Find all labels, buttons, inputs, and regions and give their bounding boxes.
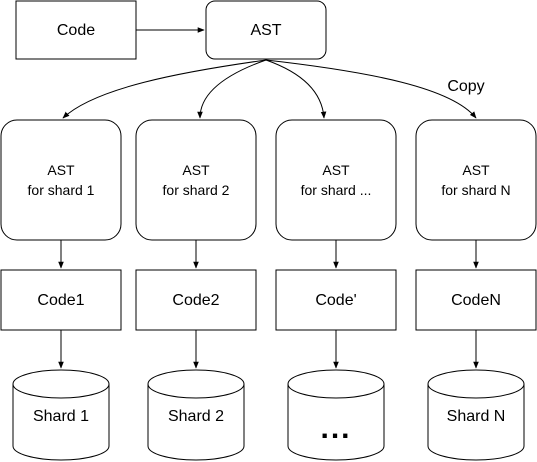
edge-ast-to-shard-1 [62, 59, 267, 119]
ast-node-label: AST [250, 22, 281, 39]
shard-database-icon [147, 369, 245, 461]
shard-database-label: Shard 1 [33, 408, 89, 425]
edge-ast-to-shard-3 [265, 59, 327, 119]
edge-ast-to-shard-n [265, 59, 477, 119]
edge-ast-to-shard-2 [197, 59, 267, 119]
shard-ast-node [0, 119, 122, 241]
shard-column-2: AST for shard 2 Code2 Shard 2 [135, 119, 257, 461]
shard-code-label: Code1 [37, 292, 84, 309]
shard-column-n: AST for shard N CodeN Shard N [415, 119, 537, 461]
copy-label: Copy [447, 78, 484, 95]
shard-database-label: ... [320, 412, 351, 445]
shard-code-node [275, 269, 397, 331]
shard-code-label: CodeN [451, 292, 501, 309]
code-node-label: Code [57, 22, 95, 39]
shard-ast-subtitle: for shard ... [301, 182, 372, 198]
code-node: Code [15, 0, 137, 60]
shard-ast-title: AST [47, 162, 75, 178]
shard-database-icon [12, 369, 110, 461]
shard-ast-node [415, 119, 537, 241]
shard-column-1: AST for shard 1 Code1 Shard 1 [0, 119, 122, 461]
shard-code-label: Code' [315, 292, 356, 309]
shard-ast-node [135, 119, 257, 241]
shard-ast-title: AST [462, 162, 490, 178]
shard-column-3: AST for shard ... Code' ... [275, 119, 397, 461]
shard-ast-subtitle: for shard 2 [163, 182, 230, 198]
shard-ast-subtitle: for shard N [441, 182, 510, 198]
shard-database-icon [287, 369, 385, 461]
shard-ast-subtitle: for shard 1 [28, 182, 95, 198]
shard-database-icon [427, 369, 525, 461]
shard-database-label: Shard 2 [168, 408, 224, 425]
shard-ast-title: AST [182, 162, 210, 178]
shard-code-label: Code2 [172, 292, 219, 309]
shard-ast-title: AST [322, 162, 350, 178]
shard-database-label: Shard N [447, 408, 506, 425]
shard-code-node [0, 269, 122, 331]
ast-node: AST [205, 0, 327, 60]
shard-code-node [135, 269, 257, 331]
shard-ast-node [275, 119, 397, 241]
